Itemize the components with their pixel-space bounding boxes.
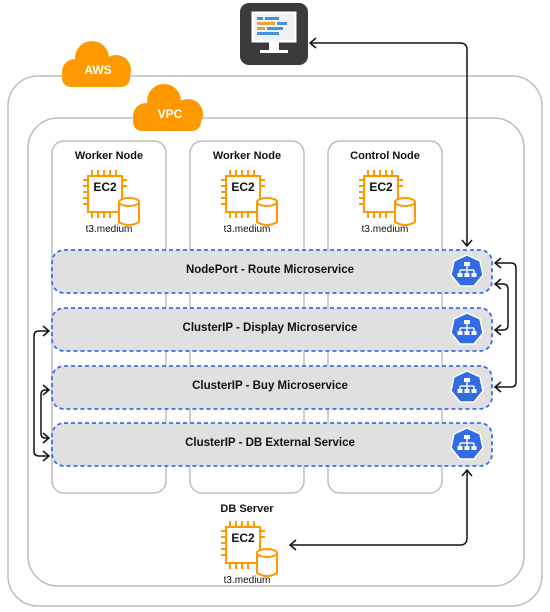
ec2-chip-icon: [83, 168, 143, 228]
service-bar-buy[interactable]: [51, 365, 493, 410]
kubernetes-service-icon: [450, 254, 484, 287]
node-title-2: Worker Node: [212, 150, 282, 162]
ec2-chip-icon: [221, 168, 281, 228]
instance-type-3: t3.medium: [361, 224, 409, 235]
service-bar-display[interactable]: [51, 307, 493, 352]
instance-type-2: t3.medium: [223, 224, 271, 235]
kubernetes-service-icon: [450, 312, 484, 345]
ec2-label-2: EC2: [231, 180, 255, 194]
node-title-3: Control Node: [350, 150, 420, 162]
ec2-chip-icon: [359, 168, 419, 228]
ec2-chip-graphic: [359, 170, 416, 226]
ec2-chip-graphic: [83, 170, 140, 226]
ec2-label-db: EC2: [231, 531, 255, 545]
ec2-label-1: EC2: [93, 180, 117, 194]
aws-cloud-icon: [62, 41, 131, 87]
connectors: [33, 37, 517, 551]
db-server-title: DB Server: [220, 503, 274, 515]
aws-label: AWS: [84, 63, 112, 77]
service-label-db-external: ClusterIP - DB External Service: [185, 437, 355, 449]
kubernetes-service-icon: [450, 370, 484, 403]
vpc-label: VPC: [157, 107, 183, 121]
node-title-1: Worker Node: [74, 150, 144, 162]
service-bar-route[interactable]: [51, 249, 493, 294]
service-label-display: ClusterIP - Display Microservice: [182, 322, 358, 334]
service-label-buy: ClusterIP - Buy Microservice: [192, 380, 348, 392]
database-icon: [256, 197, 278, 226]
ec2-label-3: EC2: [369, 180, 393, 194]
service-bar-db-external[interactable]: [51, 422, 493, 467]
ec2-chip-graphic: [221, 521, 278, 577]
vpc-boundary: [27, 117, 525, 587]
monitor-icon: [240, 3, 308, 65]
kubernetes-service-icon: [450, 427, 484, 460]
database-icon: [256, 548, 278, 577]
ec2-chip-icon: [221, 519, 281, 579]
database-icon: [394, 197, 416, 226]
instance-type-1: t3.medium: [85, 224, 133, 235]
instance-type-db: t3.medium: [223, 575, 271, 586]
ec2-chip-graphic: [221, 170, 278, 226]
vpc-cloud-icon: [133, 84, 203, 131]
database-icon: [118, 197, 140, 226]
service-label-route: NodePort - Route Microservice: [185, 264, 355, 276]
aws-boundary: [7, 75, 543, 607]
